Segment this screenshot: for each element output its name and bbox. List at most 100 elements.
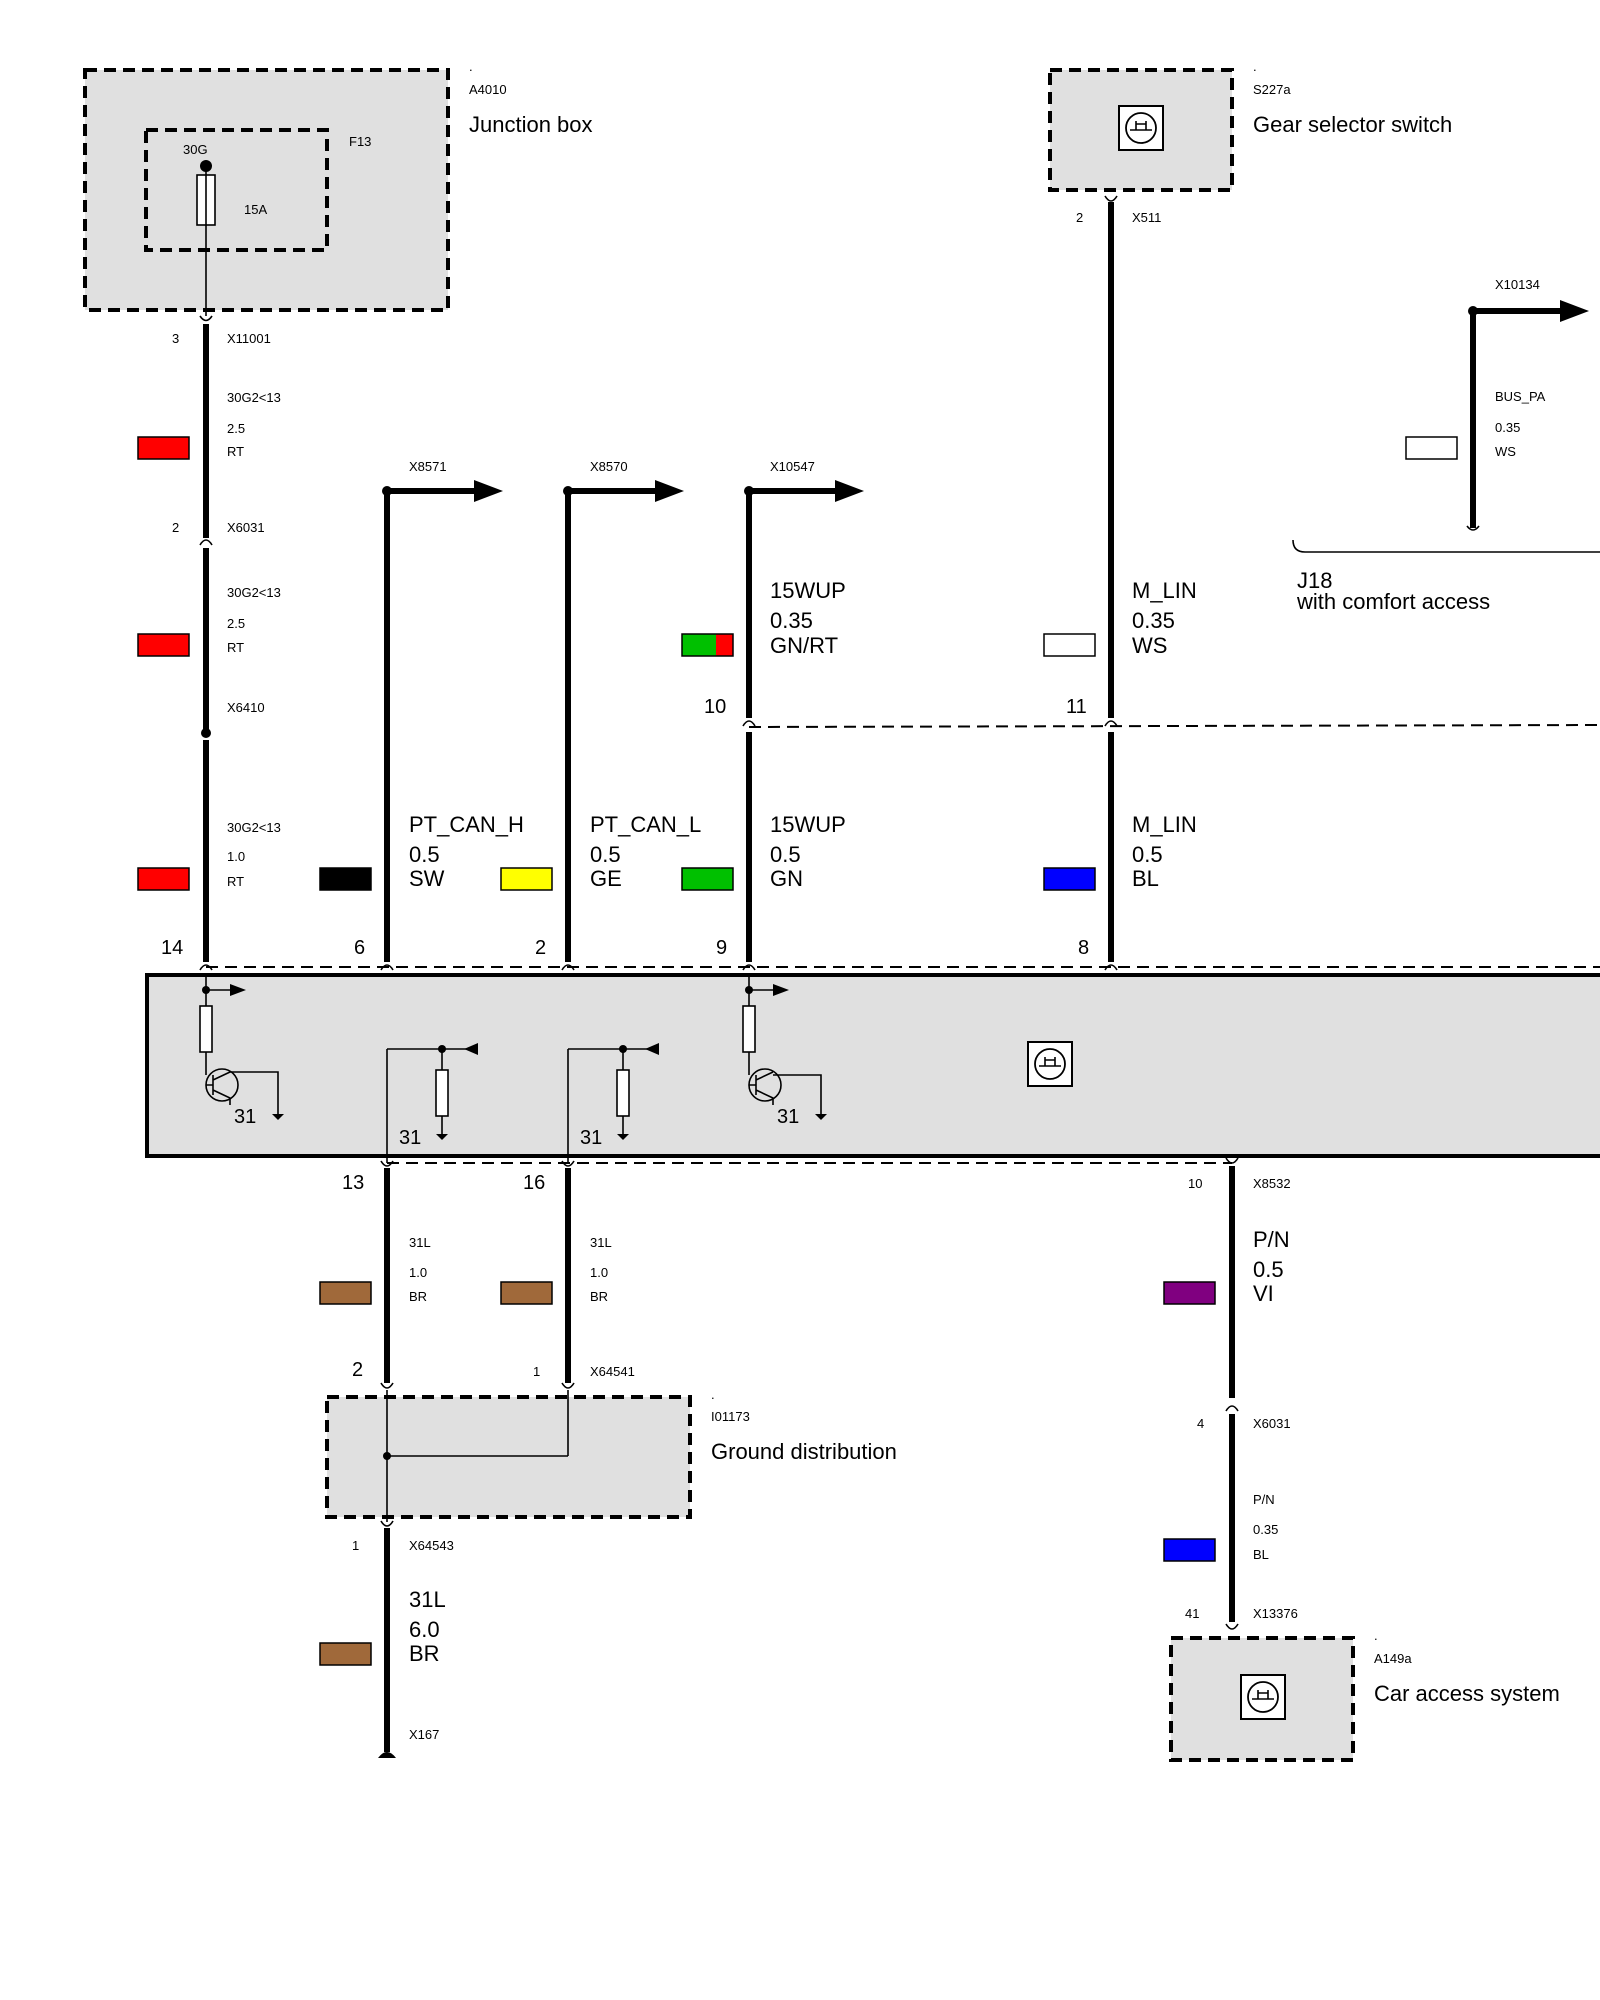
wire-size: 2.5: [227, 421, 245, 436]
wire-name: M_LIN: [1132, 578, 1197, 603]
wire-name: M_LIN: [1132, 812, 1197, 837]
wire-size: 0.35: [1132, 608, 1175, 633]
wire-15wup-group: X10547 15WUP 0.35 GN/RT 10 15WUP 0.5 GN: [681, 459, 864, 962]
fuse-id-label: F13: [349, 134, 371, 149]
ground-label: 31: [777, 1106, 799, 1128]
gear-selector-dot: .: [1253, 59, 1257, 74]
wire-pt-can-l-group: X8570 PT_CAN_L 0.5 GE: [500, 459, 701, 962]
wire-color-swatch-br: [500, 1281, 553, 1305]
arrow-icon: [474, 480, 503, 502]
pin-number: 8: [1078, 937, 1089, 959]
connector-pin: 1: [352, 1538, 359, 1553]
junction-box-name: Junction box: [469, 112, 593, 137]
resistor-circuit-2: 31: [386, 1043, 478, 1163]
wire-color-swatch-rt: [137, 633, 190, 657]
arrow-icon: [655, 480, 684, 502]
wire-size: 1.0: [409, 1265, 427, 1280]
ground-icon: [436, 1134, 448, 1140]
resistor-symbol: [616, 1069, 630, 1117]
wire-name: 31L: [409, 1235, 431, 1250]
arrow-icon: [1560, 300, 1589, 322]
gear-selector-switch: . S227a Gear selector switch: [1048, 59, 1452, 192]
connector-id-x10547: X10547: [770, 459, 815, 474]
connector-id-x8532: X8532: [1253, 1176, 1291, 1191]
wire-name: 31L: [590, 1235, 612, 1250]
wire-size: 0.35: [1253, 1522, 1278, 1537]
junction-box-outline: [83, 68, 450, 312]
resistor-circuit-3: 31: [567, 1043, 659, 1163]
wire-size: 0.5: [770, 842, 801, 867]
pin-number: 14: [161, 937, 183, 959]
pin-number: 6: [354, 937, 365, 959]
wire-color-code: BL: [1253, 1547, 1269, 1562]
wire-color-swatch-ws: [1043, 633, 1096, 657]
splice-dot: [201, 728, 211, 738]
wire-color-swatch-br: [319, 1281, 372, 1305]
connector-pin: 3: [172, 331, 179, 346]
wire-color-swatch-vi: [1163, 1281, 1216, 1305]
wire-bus-pa-group: X10134 BUS_PA 0.35 WS J18 with comfort a…: [1292, 277, 1600, 614]
car-access-dot: .: [1374, 1628, 1378, 1643]
connector-id-x511: X511: [1132, 210, 1161, 225]
connector-id-x6031: X6031: [227, 520, 265, 535]
wire-color-code: WS: [1495, 444, 1516, 459]
wire-name: 30G2<13: [227, 820, 281, 835]
transistor-circuit-4: 31: [742, 975, 827, 1128]
arrow-icon: [230, 984, 246, 996]
wire-color-code: SW: [409, 866, 445, 891]
ground-point-icon: [378, 1752, 396, 1758]
connector-id-x13376: X13376: [1253, 1606, 1298, 1621]
junction-box-id: A4010: [469, 82, 507, 97]
arrow-icon: [645, 1043, 659, 1055]
wire-size: 0.5: [590, 842, 621, 867]
wire-name: PT_CAN_L: [590, 812, 701, 837]
junction-box-dot: .: [469, 59, 473, 74]
pin-number: 2: [535, 937, 546, 959]
pin-number: 16: [523, 1172, 545, 1194]
wire-color-swatch-ws: [1405, 436, 1458, 460]
wire-size: 1.0: [227, 849, 245, 864]
wire-name: 30G2<13: [227, 585, 281, 600]
wire-color-code: RT: [227, 874, 244, 889]
wire-name: BUS_PA: [1495, 389, 1546, 404]
wire-size: 0.5: [1253, 1257, 1284, 1282]
ground-icon: [272, 1114, 284, 1120]
wire-30g-group: 3 X11001 30G2<13 2.5 RT 2 X6031 30G2<13 …: [137, 315, 281, 962]
connector-id-x8570: X8570: [590, 459, 628, 474]
connector-pin: 1: [533, 1364, 540, 1379]
wire-color-code: BR: [409, 1289, 427, 1304]
resistor-symbol: [742, 1005, 756, 1053]
wire-size: 0.35: [1495, 420, 1520, 435]
control-module: 14 6 2 9 8 31: [145, 937, 1600, 1194]
wire-pn-group: 10 X8532 P/N 0.5 VI 4 X6031 P/N 0.35 BL …: [1163, 1166, 1298, 1630]
pin-number: 2: [352, 1359, 363, 1381]
ground-distribution-outline: [325, 1395, 692, 1519]
fuse-rating-label: 15A: [244, 202, 267, 217]
wire-31l-main-group: 1 X64543 31L 6.0 BR X167: [319, 1520, 454, 1758]
ground-label: 31: [580, 1127, 602, 1149]
pin-number: 9: [716, 937, 727, 959]
wire-name: P/N: [1253, 1227, 1290, 1252]
ground-distribution-name: Ground distribution: [711, 1439, 897, 1464]
wire-color-swatch-bl: [1163, 1538, 1216, 1562]
transistor-circuit-1: 31: [199, 975, 284, 1128]
connector-pin: 2: [172, 520, 179, 535]
wire-color-code: GN/RT: [770, 633, 838, 658]
wire-size: 0.35: [770, 608, 813, 633]
wire-color-swatch-rt: [716, 634, 733, 656]
fuse-f13-outline: [144, 128, 329, 252]
wire-color-code: BR: [590, 1289, 608, 1304]
wire-color-code: GN: [770, 866, 803, 891]
wire-size: 6.0: [409, 1617, 440, 1642]
control-module-body: [145, 973, 1600, 1158]
ground-label: 31: [234, 1106, 256, 1128]
junction-box: 30G 15A F13 . A4010 Junction box: [83, 59, 593, 316]
wire-color-code: RT: [227, 444, 244, 459]
wire-color-swatch-gn: [682, 634, 716, 656]
gear-selector-id: S227a: [1253, 82, 1291, 97]
connector-pin: 41: [1185, 1606, 1199, 1621]
resistor-symbol: [199, 1005, 213, 1053]
car-access-system: . A149a Car access system: [1169, 1628, 1560, 1762]
ground-icon: [815, 1114, 827, 1120]
pin-number: 13: [342, 1172, 364, 1194]
